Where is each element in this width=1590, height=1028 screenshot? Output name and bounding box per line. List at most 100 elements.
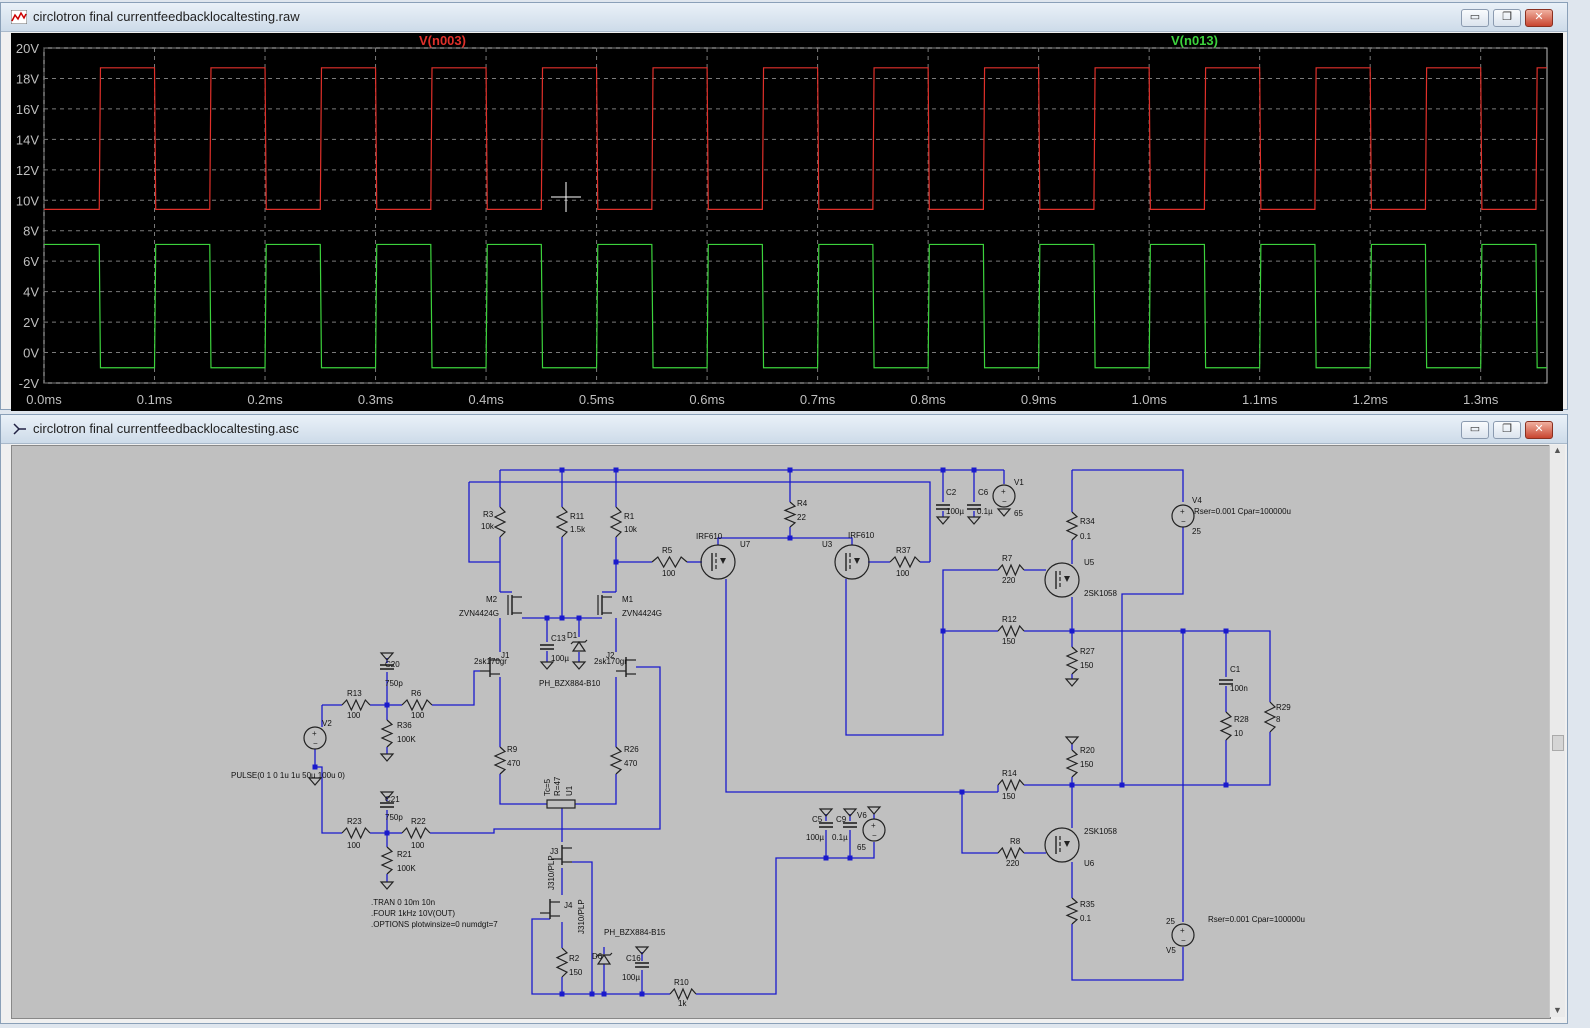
voltage-source-icon[interactable]: +− — [1171, 504, 1195, 528]
capacitor-icon[interactable] — [380, 802, 394, 808]
minimize-button[interactable]: ▭ — [1461, 9, 1489, 27]
resistor-icon[interactable] — [651, 555, 688, 569]
x-tick-label: 0.1ms — [137, 392, 173, 407]
resistor-icon[interactable] — [997, 563, 1025, 577]
junction-dot — [1119, 782, 1125, 788]
capacitor-icon[interactable] — [380, 664, 394, 670]
ground-icon — [1064, 736, 1080, 745]
voltage-source-icon[interactable]: +− — [1171, 923, 1195, 947]
restore-button[interactable]: ❐ — [1493, 421, 1521, 439]
resistor-icon[interactable] — [889, 555, 921, 569]
resistor-icon[interactable] — [555, 506, 569, 538]
component-label: Rser=0.001 Cpar=100000u — [1194, 507, 1291, 516]
x-tick-label: 1.0ms — [1131, 392, 1167, 407]
resistor-icon[interactable] — [609, 506, 623, 538]
component-label: 150 — [1002, 792, 1016, 801]
legend-v-n013: V(n013) — [1171, 33, 1218, 48]
voltage-source-icon[interactable]: +− — [303, 726, 327, 750]
jfet-icon[interactable] — [480, 657, 500, 677]
x-tick-label: 1.3ms — [1463, 392, 1499, 407]
resistor-icon[interactable] — [1065, 749, 1079, 778]
schematic-vertical-scrollbar[interactable]: ▲ ▼ — [1549, 445, 1565, 1017]
component-label: 470 — [624, 759, 638, 768]
capacitor-icon[interactable] — [635, 962, 649, 968]
resistor-icon[interactable] — [341, 698, 371, 712]
minimize-button[interactable]: ▭ — [1461, 421, 1489, 439]
mosfet-icon[interactable] — [700, 544, 736, 580]
resistor-icon[interactable] — [493, 746, 507, 775]
resistor-icon[interactable] — [401, 826, 431, 840]
component-label: R10 — [674, 978, 689, 987]
resistor-icon[interactable] — [1065, 511, 1079, 541]
zener-diode-icon[interactable] — [570, 639, 588, 652]
thermistor-icon[interactable] — [546, 799, 576, 809]
resistor-icon[interactable] — [341, 826, 371, 840]
component-label: 150 — [1080, 661, 1094, 670]
resistor-icon[interactable] — [1263, 701, 1277, 733]
resistor-icon[interactable] — [1065, 897, 1079, 925]
component-label: PH_BZX884-B10 — [539, 679, 601, 688]
scroll-thumb[interactable] — [1552, 735, 1564, 751]
component-label: R27 — [1080, 647, 1095, 656]
component-label: R22 — [411, 817, 426, 826]
component-label: 100 — [411, 711, 425, 720]
resistor-icon[interactable] — [609, 746, 623, 775]
resistor-icon[interactable] — [493, 506, 507, 538]
scroll-up-arrow-icon[interactable]: ▲ — [1553, 445, 1562, 455]
resistor-icon[interactable] — [997, 778, 1025, 792]
resistor-icon[interactable] — [555, 947, 569, 978]
resistor-icon[interactable] — [997, 846, 1025, 860]
y-tick-label: 2V — [23, 315, 39, 330]
component-label: R9 — [507, 745, 518, 754]
component-label: R37 — [896, 546, 911, 555]
capacitor-icon[interactable] — [540, 644, 554, 650]
schematic-titlebar[interactable]: circlotron final currentfeedbacklocaltes… — [1, 415, 1567, 444]
resistor-icon[interactable] — [380, 719, 394, 748]
resistor-icon[interactable] — [997, 624, 1025, 638]
component-label: 100K — [397, 735, 416, 744]
x-tick-label: 0.9ms — [1021, 392, 1057, 407]
small-mosfet-icon[interactable] — [507, 595, 522, 615]
svg-text:+: + — [312, 729, 317, 738]
capacitor-icon[interactable] — [967, 504, 981, 510]
jfet-icon[interactable] — [552, 845, 572, 865]
capacitor-icon[interactable] — [819, 822, 833, 828]
capacitor-icon[interactable] — [1219, 679, 1233, 685]
component-label: M2 — [486, 595, 498, 604]
component-label: 220 — [1002, 576, 1016, 585]
wire — [1072, 469, 1184, 502]
voltage-source-icon[interactable]: +− — [862, 818, 886, 842]
ground-icon — [571, 661, 587, 670]
resistor-icon[interactable] — [380, 846, 394, 875]
resistor-icon[interactable] — [783, 501, 797, 528]
x-tick-label: 0.3ms — [358, 392, 394, 407]
jfet-icon[interactable] — [616, 657, 636, 677]
wire — [499, 774, 547, 805]
resistor-icon[interactable] — [1219, 711, 1233, 741]
capacitor-icon[interactable] — [936, 504, 950, 510]
waveform-titlebar[interactable]: circlotron final currentfeedbacklocaltes… — [1, 3, 1567, 32]
mosfet-icon[interactable] — [1044, 562, 1080, 598]
voltage-source-icon[interactable]: +− — [992, 484, 1016, 508]
close-button[interactable]: ✕ — [1525, 421, 1553, 439]
mosfet-icon[interactable] — [1044, 827, 1080, 863]
capacitor-icon[interactable] — [843, 822, 857, 828]
zener-diode-icon[interactable] — [595, 952, 613, 965]
close-button[interactable]: ✕ — [1525, 9, 1553, 27]
restore-button[interactable]: ❐ — [1493, 9, 1521, 27]
resistor-icon[interactable] — [401, 698, 433, 712]
scroll-down-arrow-icon[interactable]: ▼ — [1553, 1005, 1562, 1015]
component-label: R3 — [483, 510, 494, 519]
component-label: C9 — [836, 815, 847, 824]
resistor-icon[interactable] — [669, 987, 697, 1001]
ground-icon — [966, 516, 982, 525]
mosfet-icon[interactable] — [834, 544, 870, 580]
resistor-icon[interactable] — [1065, 646, 1079, 675]
small-mosfet-icon[interactable] — [597, 595, 612, 615]
component-label: 100 — [347, 841, 361, 850]
jfet-icon[interactable] — [540, 899, 560, 919]
circuit-schematic[interactable]: +−+−+−+−+−R310kR111.5kR110kR5100IRF610U7… — [12, 446, 1550, 1018]
